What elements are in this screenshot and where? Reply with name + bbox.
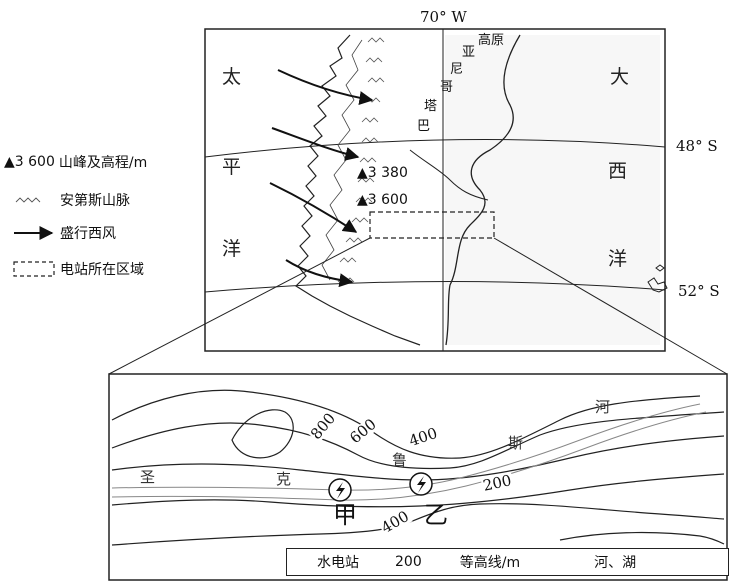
- legend-peak-text: 山峰及高程/m: [58, 155, 148, 171]
- legend-andes: 安第斯山脉: [60, 188, 130, 212]
- legend-region-sample: [13, 261, 55, 277]
- meridian-label: 70° W: [420, 8, 467, 26]
- river-char-2: 克: [276, 470, 292, 488]
- peak-triangle-icon: ▲: [357, 192, 368, 208]
- atlantic-char-2: 西: [608, 160, 628, 182]
- inset-legend-water-text: 河、湖: [594, 555, 637, 571]
- lat-52-label: 52° S: [678, 282, 720, 300]
- zoom-line-right: [493, 237, 728, 375]
- legend-peak: ▲3 600 山峰及高程/m: [4, 150, 147, 174]
- legend-region-text: 电站所在区域: [60, 262, 144, 278]
- inset-legend-contour-text: 等高线/m: [459, 555, 521, 571]
- atlantic-coastline: [445, 34, 521, 346]
- plateau-char-1: 巴: [417, 119, 431, 134]
- hydro-station-yi: [409, 472, 433, 496]
- legend-wind: 盛行西风: [60, 221, 116, 245]
- inset-legend-contour-value: 200: [395, 554, 422, 570]
- inset-legend: 水电站 200 等高线/m 河、湖: [286, 548, 729, 576]
- station-label-yi: 乙: [424, 501, 448, 529]
- main-map-frame: [204, 28, 666, 352]
- lat-48-label: 48° S: [676, 137, 718, 155]
- plateau-char-4: 尼: [450, 62, 464, 77]
- bay-coast: [409, 149, 489, 201]
- river-char-1: 圣: [140, 468, 156, 486]
- legend-andes-text: 安第斯山脉: [60, 193, 130, 209]
- station-label-jia: 甲: [333, 501, 357, 529]
- legend-peak-sample: ▲3 600: [4, 154, 55, 170]
- pacific-char-1: 太: [222, 66, 242, 88]
- legend-andes-sample: [15, 197, 41, 203]
- westerly-arrows: [269, 69, 374, 288]
- latitude-48s: [204, 138, 666, 158]
- peak-triangle-icon: ▲: [357, 165, 368, 181]
- latitude-52s: [204, 280, 666, 293]
- peak-3380: ▲3 380: [357, 165, 408, 181]
- land-texture: [445, 35, 660, 345]
- inset-legend-station-text: 水电站: [317, 555, 359, 571]
- plateau-char-2: 塔: [424, 99, 438, 114]
- river-char-5: 河: [595, 398, 611, 416]
- plateau-char-3: 哥: [440, 80, 454, 95]
- zoom-line-left: [108, 237, 371, 375]
- peak-elevation: 3 600: [367, 192, 408, 208]
- peak-3600: ▲3 600: [357, 192, 408, 208]
- river-char-4: 斯: [508, 434, 524, 452]
- island-east: [647, 277, 668, 293]
- legend-wind-text: 盛行西风: [60, 226, 116, 242]
- legend-region: 电站所在区域: [60, 257, 144, 281]
- peak-elevation: 3 380: [367, 165, 408, 181]
- atlantic-char-1: 大: [610, 66, 630, 88]
- atlantic-char-3: 洋: [608, 248, 628, 270]
- island-east-small: [655, 264, 665, 272]
- river-char-3: 鲁: [392, 451, 408, 469]
- station-region-box: [369, 211, 495, 239]
- inset-river: [111, 403, 707, 501]
- pacific-char-3: 洋: [222, 238, 242, 260]
- pacific-char-2: 平: [222, 156, 242, 178]
- inset-contours: [111, 389, 725, 546]
- hydro-station-jia: [328, 478, 352, 502]
- plateau-char-6: 高原: [478, 33, 505, 48]
- plateau-char-5: 亚: [462, 45, 476, 60]
